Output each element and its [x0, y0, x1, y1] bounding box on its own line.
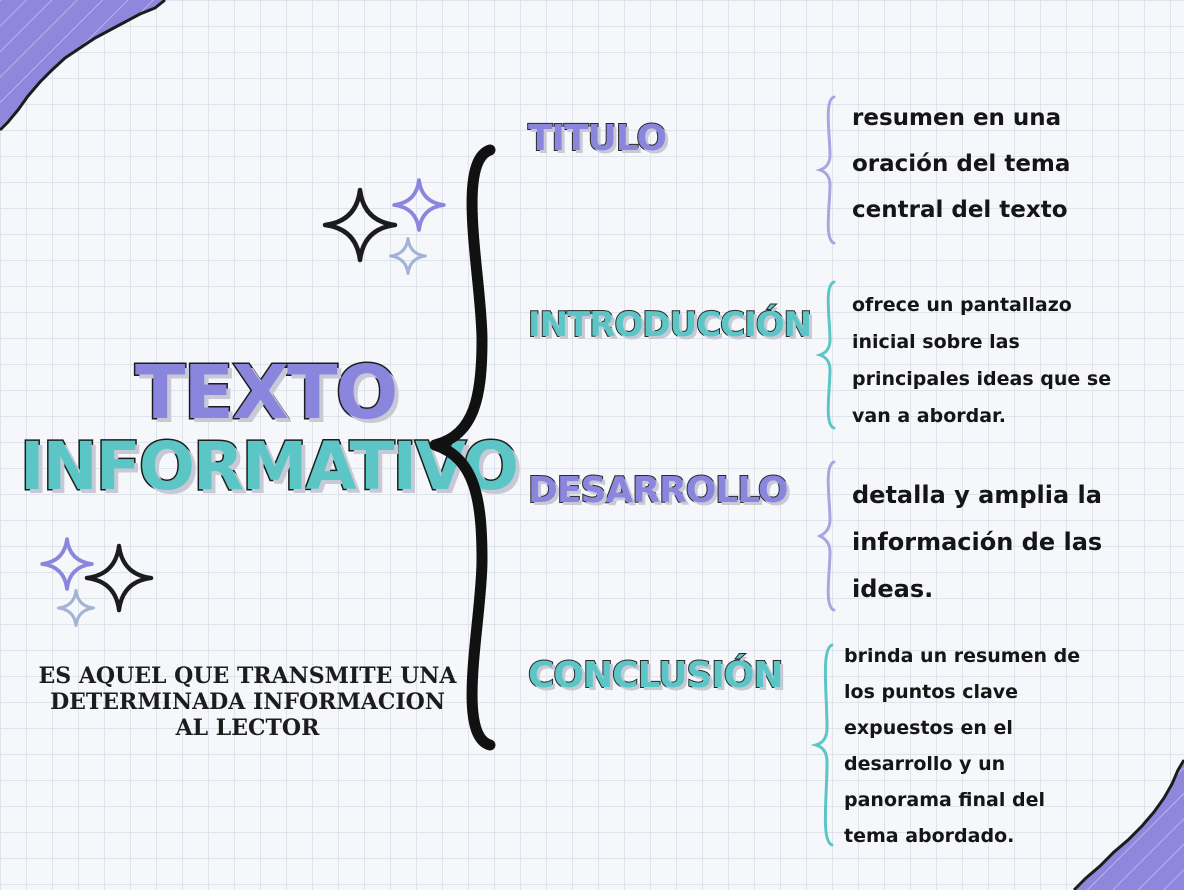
- description-line: información de las: [852, 528, 1103, 556]
- section-heading-titulo: TITULO: [527, 117, 668, 160]
- description-line: los puntos clave: [844, 681, 1019, 703]
- description-line: panorama final del: [844, 789, 1045, 811]
- description-introduccion: ofrece un pantallazo inicial sobre las p…: [852, 287, 1111, 435]
- description-line: ofrece un pantallazo: [852, 294, 1072, 316]
- main-title-line-1: TEXTO: [133, 349, 399, 438]
- small-brace-icon: [815, 280, 836, 430]
- description-line: tema abordado.: [844, 825, 1015, 847]
- description-line: central del texto: [852, 197, 1068, 223]
- description-line: van a abordar.: [852, 405, 1006, 427]
- description-line: oración del tema: [852, 151, 1071, 177]
- section-heading-conclusion: CONCLUSIÓN: [527, 654, 785, 697]
- description-line: ideas.: [852, 575, 934, 603]
- corner-decoration-bottom-right: [1072, 759, 1184, 890]
- small-brace-icon: [815, 95, 836, 245]
- description-line: desarrollo y un: [844, 753, 1006, 775]
- description-titulo: resumen en una oración del tema central …: [852, 95, 1070, 233]
- description-conclusion: brinda un resumen de los puntos clave ex…: [844, 638, 1080, 854]
- sparkle-icon: [40, 537, 94, 591]
- sparkle-icon: [322, 187, 398, 263]
- description-line: inicial sobre las: [852, 331, 1020, 353]
- description-line: brinda un resumen de: [844, 645, 1081, 667]
- description-line: principales ideas que se: [852, 368, 1112, 390]
- small-brace-icon: [810, 643, 834, 847]
- sparkle-icon: [57, 589, 95, 627]
- sparkle-icon: [389, 237, 427, 275]
- description-line: resumen en una: [852, 105, 1062, 131]
- small-brace-icon: [816, 460, 836, 612]
- sparkle-icon: [84, 543, 154, 613]
- description-line: expuestos en el: [844, 717, 1013, 739]
- big-brace-icon: [429, 144, 496, 751]
- section-heading-introduccion: INTRODUCCIÓN: [527, 304, 813, 346]
- definition-text: ES AQUEL QUE TRANSMITE UNA DETERMINADA I…: [38, 663, 457, 741]
- description-desarrollo: detalla y amplia la información de las i…: [852, 472, 1102, 613]
- sparkle-icon: [392, 178, 446, 232]
- corner-decoration-top-left: [0, 0, 166, 132]
- section-heading-desarrollo: DESARROLLO: [527, 469, 790, 512]
- description-line: detalla y amplia la: [852, 481, 1102, 509]
